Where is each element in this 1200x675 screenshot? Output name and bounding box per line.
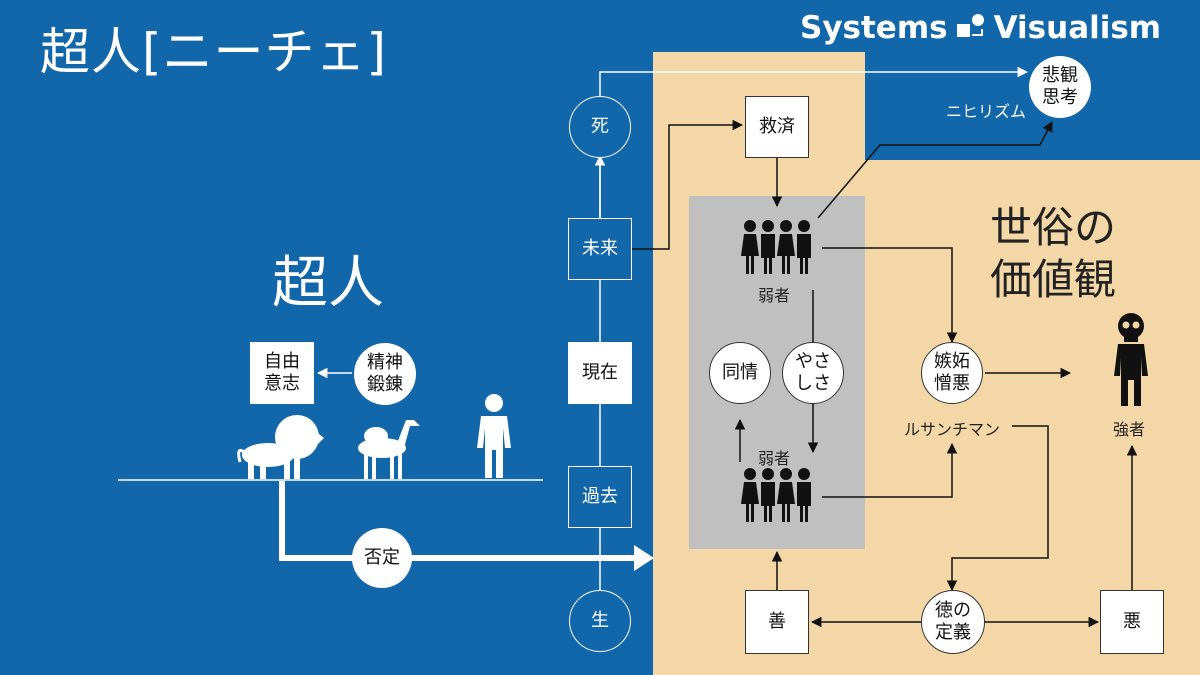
- sympathy-label: 同情: [722, 362, 758, 383]
- arrow-future-salvation: [632, 119, 744, 250]
- birth-label: 生: [591, 610, 609, 631]
- pessimism-line2: 思考: [1042, 87, 1078, 108]
- arrow-negation: [279, 481, 636, 561]
- arrow-death-pessimism: [599, 66, 1029, 98]
- past-label: 過去: [582, 486, 618, 507]
- secular-heading-line2: 価値観: [990, 255, 1117, 304]
- arrow-ressentiment-virtue: [946, 425, 1049, 592]
- arrow-weak-pessimism: [817, 121, 1053, 219]
- ressentiment-label: ルサンチマン: [904, 420, 1001, 439]
- virtue-line2: 定義: [935, 622, 971, 643]
- envy-line1: 嫉妬: [934, 351, 970, 372]
- negation-label: 否定: [364, 547, 400, 568]
- camel-icon: [358, 420, 420, 479]
- arrow-weak-ressentiment: [822, 442, 958, 498]
- weak-bottom-label: 弱者: [758, 449, 791, 468]
- strong-label: 強者: [1113, 420, 1146, 439]
- pessimism-node: 悲観思考: [1029, 56, 1091, 118]
- spirit-line2: 鍛錬: [367, 374, 403, 395]
- death-label: 死: [591, 116, 609, 137]
- present-label: 現在: [582, 362, 618, 383]
- kindness-line2: しさ: [795, 373, 831, 394]
- past-box: 過去: [568, 466, 632, 528]
- logo-mark-icon: [956, 14, 984, 37]
- lion-icon: [237, 415, 324, 479]
- evil-box: 悪: [1100, 590, 1164, 654]
- free-will-line2: 意志: [264, 373, 300, 394]
- virtue-definition-node: 徳の定義: [921, 590, 985, 654]
- future-label: 未来: [582, 238, 618, 259]
- free-will-box: 自由意志: [250, 342, 314, 404]
- good-label: 善: [768, 611, 786, 632]
- spirit-line1: 精神: [367, 352, 403, 373]
- secular-values-heading: 世俗の 価値観: [990, 202, 1116, 306]
- virtue-line1: 徳の: [935, 600, 971, 621]
- skeleton-icon: [1114, 313, 1148, 406]
- page-title: 超人[ニーチェ]: [40, 23, 388, 81]
- arrow-weak-envy: [822, 247, 958, 344]
- kindness-node: やさしさ: [782, 342, 844, 404]
- future-box: 未来: [568, 218, 632, 280]
- logo-text-left: Systems: [800, 10, 948, 46]
- envy-line2: 憎悪: [934, 373, 970, 394]
- salvation-label: 救済: [759, 116, 795, 137]
- person-icon: [477, 394, 511, 478]
- pessimism-line1: 悲観: [1042, 65, 1078, 86]
- salvation-box: 救済: [745, 96, 809, 158]
- birth-node: 生: [569, 590, 631, 652]
- arrow-negation-head: [634, 545, 654, 571]
- weak-top-label: 弱者: [758, 286, 791, 305]
- negation-node: 否定: [352, 528, 412, 588]
- good-box: 善: [745, 590, 809, 654]
- envy-node: 嫉妬憎悪: [921, 342, 983, 404]
- logo: Systems Visualism: [800, 6, 1161, 50]
- kindness-line1: やさ: [795, 351, 831, 372]
- overman-heading: 超人: [272, 251, 384, 316]
- free-will-line1: 自由: [264, 351, 300, 372]
- present-box: 現在: [568, 342, 632, 404]
- sympathy-node: 同情: [709, 342, 771, 404]
- spirit-training-node: 精神鍛錬: [354, 343, 416, 405]
- logo-text-right: Visualism: [993, 10, 1162, 46]
- secular-heading-line1: 世俗の: [990, 203, 1117, 252]
- nihilism-label: ニヒリズム: [946, 102, 1027, 121]
- evil-label: 悪: [1123, 611, 1141, 632]
- death-node: 死: [569, 96, 631, 158]
